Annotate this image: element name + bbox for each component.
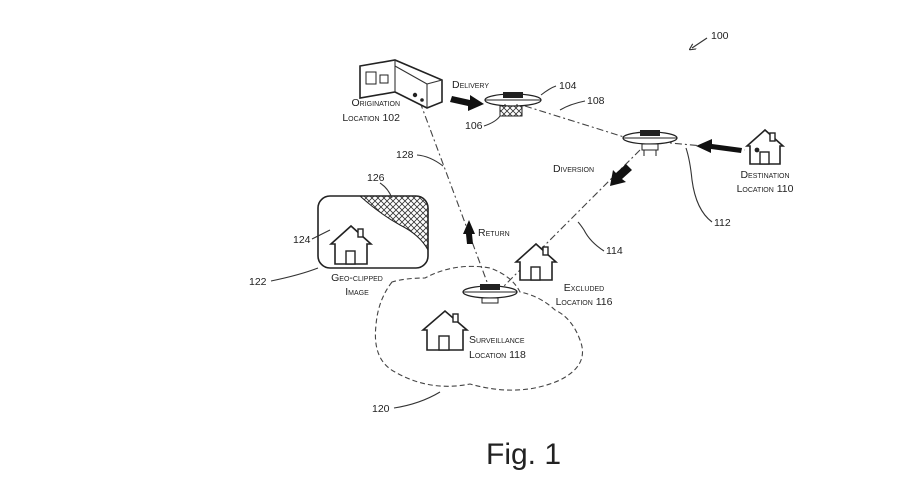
geo-clipped-label: Geo-clipped [331,272,383,284]
return-to-drone-arrow [696,139,742,153]
flight-path-108 [524,105,641,143]
delivery-label: Delivery [452,79,489,91]
return-label: Return [478,227,510,239]
surveillance-area-boundary [374,265,584,391]
ref-122: 122 [249,276,267,288]
clipped-region [358,196,428,251]
ref-126: 126 [367,172,385,184]
diversion-label: Diversion [553,163,594,175]
flight-path-128 [419,101,491,291]
destination-location-label: Location 110 [737,183,794,195]
ref-106: 106 [465,120,483,132]
ref-114: 114 [606,245,623,257]
ref-124: 124 [293,234,311,246]
origination-location-label: Location 102 [342,112,400,124]
surveillance-label: Surveillance [469,334,525,346]
figure-caption: Fig. 1 [486,438,561,471]
excluded-label: Excluded [564,282,604,294]
origination-label: Origination [352,97,400,109]
diversion-arrow [610,164,632,186]
excluded-house-icon [513,242,559,281]
surveillance-house-icon [420,309,470,351]
destination-house-icon [744,128,786,165]
surveillance-location-label: Location 118 [469,349,526,361]
ref-128: 128 [396,149,414,161]
uav-delivery-icon [484,92,542,117]
uav-diversion-icon [622,130,678,156]
geo-clipped-image-label: Image [345,286,369,298]
ref-104: 104 [559,80,577,92]
delivery-arrow [450,95,484,111]
ref-108: 108 [587,95,605,107]
ref-120: 120 [372,403,390,415]
uav-surveillance-icon [462,284,518,304]
ref-112: 112 [714,217,731,229]
origination-building [359,59,443,109]
destination-label: Destination [740,169,789,181]
ref-100: 100 [711,30,729,42]
geo-clipped-house-icon [328,224,374,265]
return-arrow [463,220,475,244]
excluded-location-label: Location 116 [556,296,613,308]
